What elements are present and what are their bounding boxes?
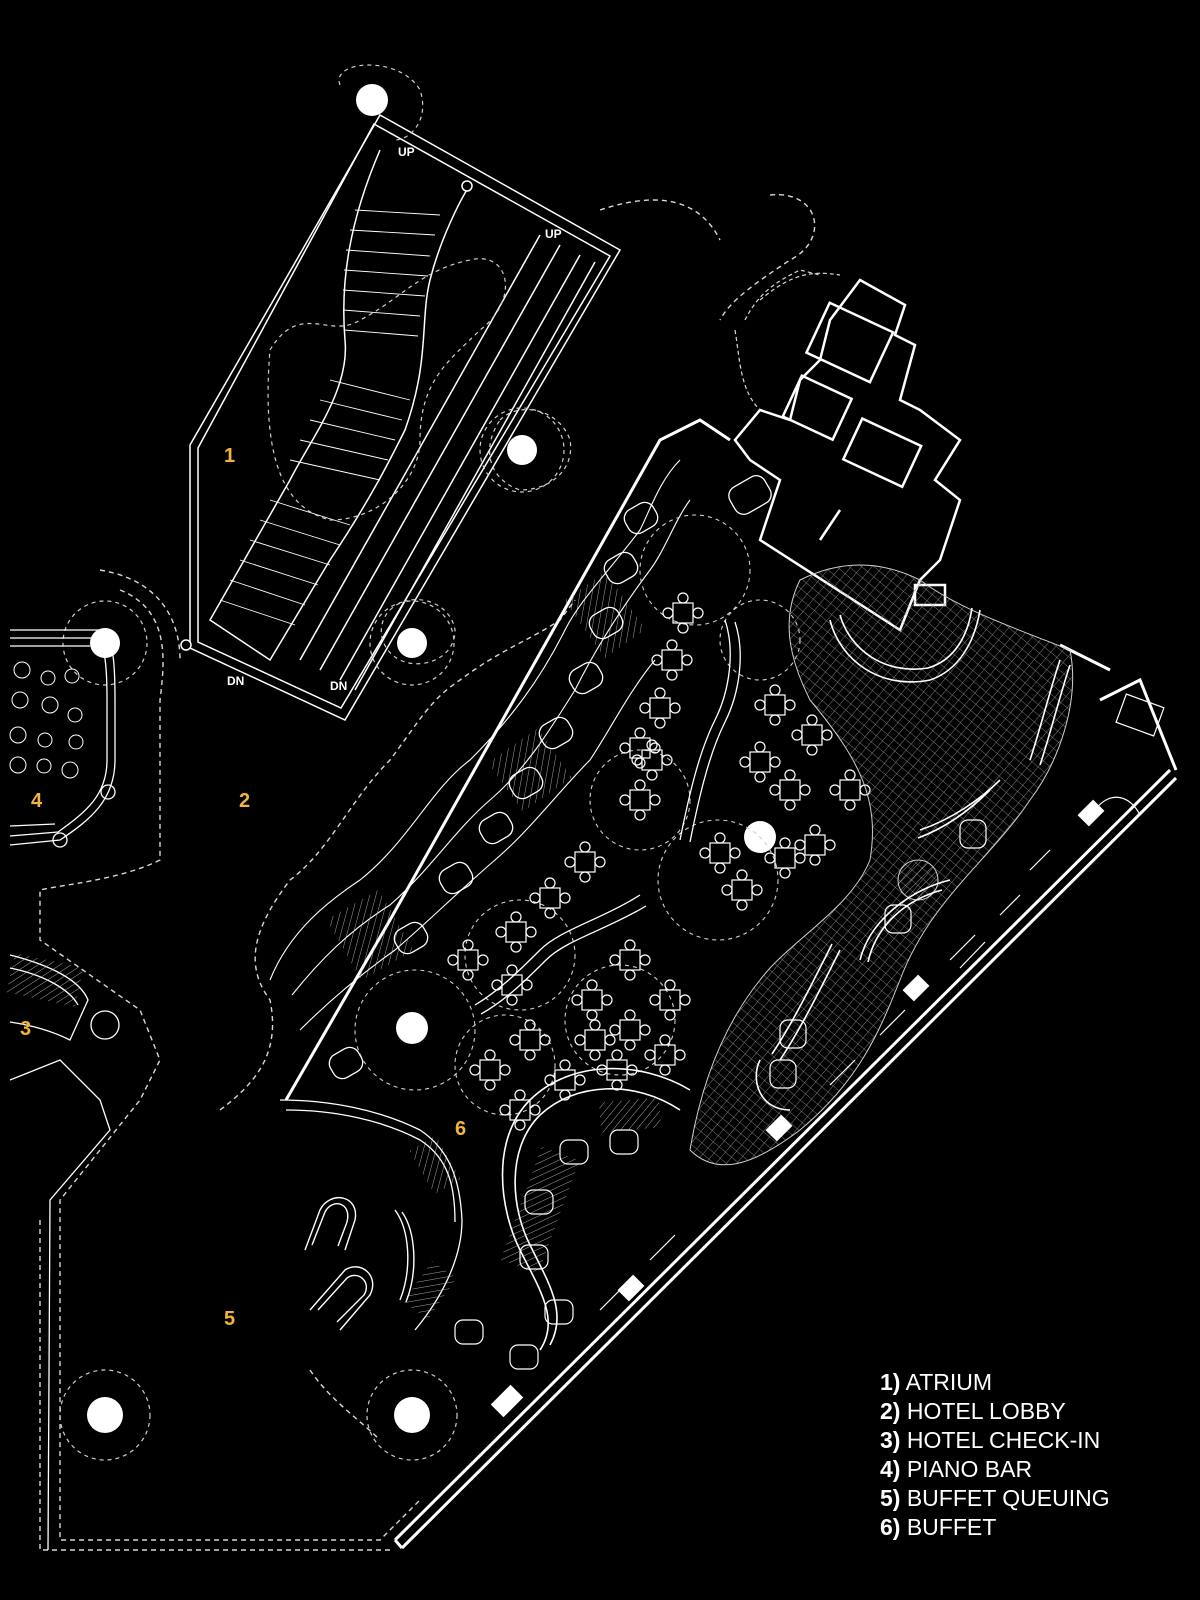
legend-item: 3) HOTEL CHECK-IN <box>880 1426 1110 1455</box>
table-with-chairs <box>495 911 537 953</box>
wall-glazing <box>599 693 1165 1311</box>
zone-number-piano-bar: 4 <box>31 790 43 812</box>
legend-item: 1) ATRIUM <box>880 1368 1110 1397</box>
table-with-chairs <box>651 639 693 681</box>
table-with-chairs <box>447 939 489 981</box>
zone-number-hotel-check-in: 3 <box>20 1018 32 1040</box>
service-rooms <box>733 278 962 632</box>
counter-booths <box>454 819 987 1370</box>
legend-number: 1) <box>880 1369 901 1395</box>
legend: 1) ATRIUM 2) HOTEL LOBBY 3) HOTEL CHECK-… <box>880 1368 1110 1542</box>
table-with-chairs <box>491 964 533 1006</box>
table-with-chairs <box>571 979 613 1021</box>
table-with-chairs <box>529 877 571 919</box>
legend-label: BUFFET QUEUING <box>906 1485 1110 1511</box>
queue-stanchions <box>304 1197 415 1331</box>
table-with-chairs <box>469 1049 511 1091</box>
legend-item: 5) BUFFET QUEUING <box>880 1484 1110 1513</box>
atrium-dashed-zones <box>267 64 572 665</box>
legend-number: 5) <box>880 1485 901 1511</box>
table-with-chairs <box>639 687 681 729</box>
service-stair-dashes <box>734 269 841 411</box>
stair-labels: UP UP DN DN <box>227 145 562 693</box>
legend-number: 4) <box>880 1456 901 1482</box>
table-with-chairs <box>544 1059 586 1101</box>
stair-escalator-bank <box>180 113 622 721</box>
zone-number-hotel-lobby: 2 <box>239 790 251 812</box>
table-with-chairs <box>644 1034 686 1076</box>
legend-label: ATRIUM <box>905 1369 993 1395</box>
table-with-chairs <box>609 939 651 981</box>
legend-item: 2) HOTEL LOBBY <box>880 1397 1110 1426</box>
table-with-chairs <box>574 1019 616 1061</box>
table-with-chairs <box>791 714 833 756</box>
buffet-counters <box>279 619 741 1331</box>
booth-seating-upper <box>328 475 772 1080</box>
legend-number: 3) <box>880 1427 901 1453</box>
serving-counters <box>500 607 1071 1351</box>
column-halos <box>59 407 565 1461</box>
table-with-chairs <box>619 779 661 821</box>
table-with-chairs <box>699 832 741 874</box>
legend-number: 6) <box>880 1514 901 1540</box>
table-with-chairs <box>499 1089 541 1131</box>
planter-band <box>269 459 691 1031</box>
table-with-chairs <box>649 979 691 1021</box>
piano-bar <box>9 629 116 848</box>
table-with-chairs <box>631 739 673 781</box>
table-with-chairs <box>564 841 606 883</box>
table-with-chairs <box>739 741 781 783</box>
table-with-chairs <box>754 684 796 726</box>
zone-number-buffet-queuing: 5 <box>224 1308 236 1330</box>
up-label: UP <box>545 227 562 241</box>
table-with-chairs <box>619 727 661 769</box>
table-with-chairs <box>829 769 871 811</box>
table-with-chairs <box>769 769 811 811</box>
circulation-boundary <box>39 194 816 1551</box>
dn-label: DN <box>330 679 347 693</box>
table-with-chairs <box>794 824 836 866</box>
table-with-chairs <box>721 869 763 911</box>
zone-number-atrium: 1 <box>224 445 236 467</box>
tile-floor <box>689 564 1074 1166</box>
table-with-chairs <box>609 1009 651 1051</box>
legend-item: 6) BUFFET <box>880 1513 1110 1542</box>
legend-label: BUFFET <box>906 1514 997 1540</box>
legend-label: HOTEL CHECK-IN <box>906 1427 1101 1453</box>
table-with-chairs <box>662 592 704 634</box>
columns <box>87 84 776 1433</box>
up-label: UP <box>398 145 415 159</box>
table-with-chairs <box>764 837 806 879</box>
hotel-check-in <box>6 953 120 1551</box>
zone-number-buffet: 6 <box>455 1118 467 1140</box>
legend-label: PIANO BAR <box>906 1456 1033 1482</box>
legend-label: HOTEL LOBBY <box>906 1398 1066 1424</box>
legend-item: 4) PIANO BAR <box>880 1455 1110 1484</box>
dining-tables <box>447 592 871 1131</box>
dn-label: DN <box>227 674 244 688</box>
table-with-chairs <box>509 1019 551 1061</box>
legend-number: 2) <box>880 1398 901 1424</box>
